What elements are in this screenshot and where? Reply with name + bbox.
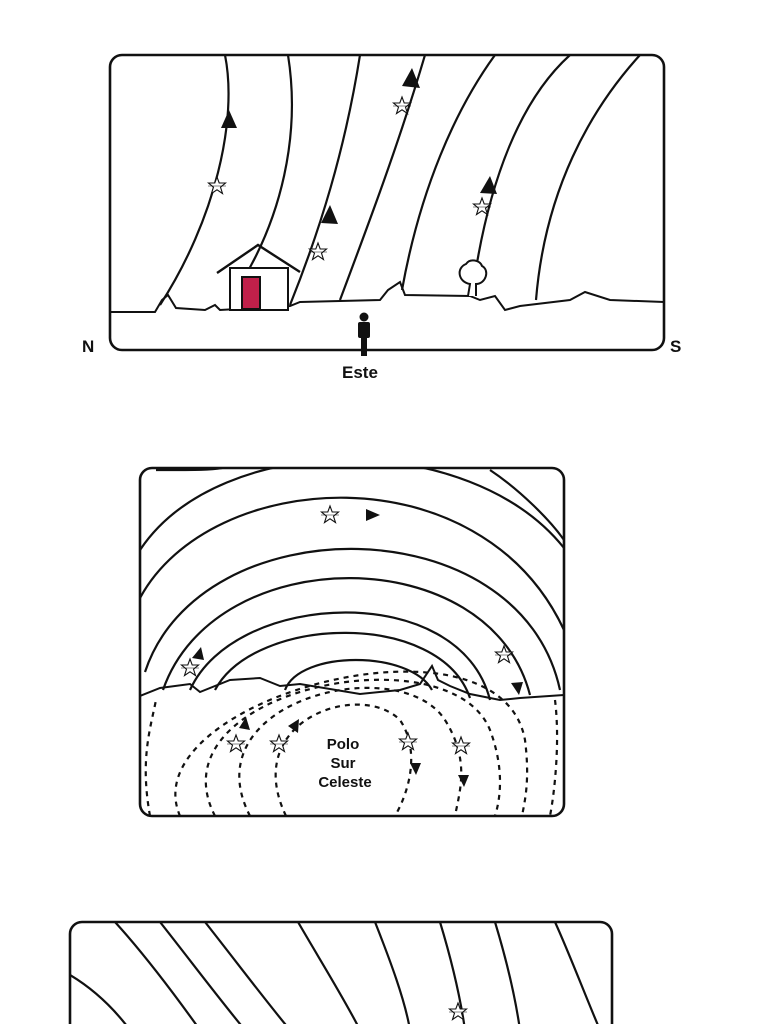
star-arcs-above-horizon [140, 468, 564, 701]
horizon-line [140, 663, 564, 702]
horizon-line [110, 280, 664, 313]
label-east: Este [342, 363, 378, 382]
direction-arrows [192, 509, 523, 787]
panel-south-pole: Polo Sur Celeste [138, 466, 566, 818]
house [216, 243, 301, 311]
stars-east [207, 96, 492, 261]
label-pole-line1: Polo [327, 736, 360, 753]
panel-west-frame [68, 920, 614, 1024]
label-south: S [670, 337, 681, 356]
label-north: N [82, 337, 94, 356]
label-pole-line2: Sur [330, 755, 355, 772]
panel-south-pole-frame [138, 466, 566, 818]
label-pole-line3: Celeste [318, 774, 371, 791]
direction-arrows [221, 68, 497, 224]
stars-south [180, 505, 514, 755]
house-door [241, 276, 261, 310]
panel-east-frame [108, 53, 666, 352]
panel-west-partial [68, 920, 614, 1024]
tree [458, 259, 488, 297]
observer-figure [358, 312, 370, 356]
panel-east: N S Este [82, 53, 681, 382]
